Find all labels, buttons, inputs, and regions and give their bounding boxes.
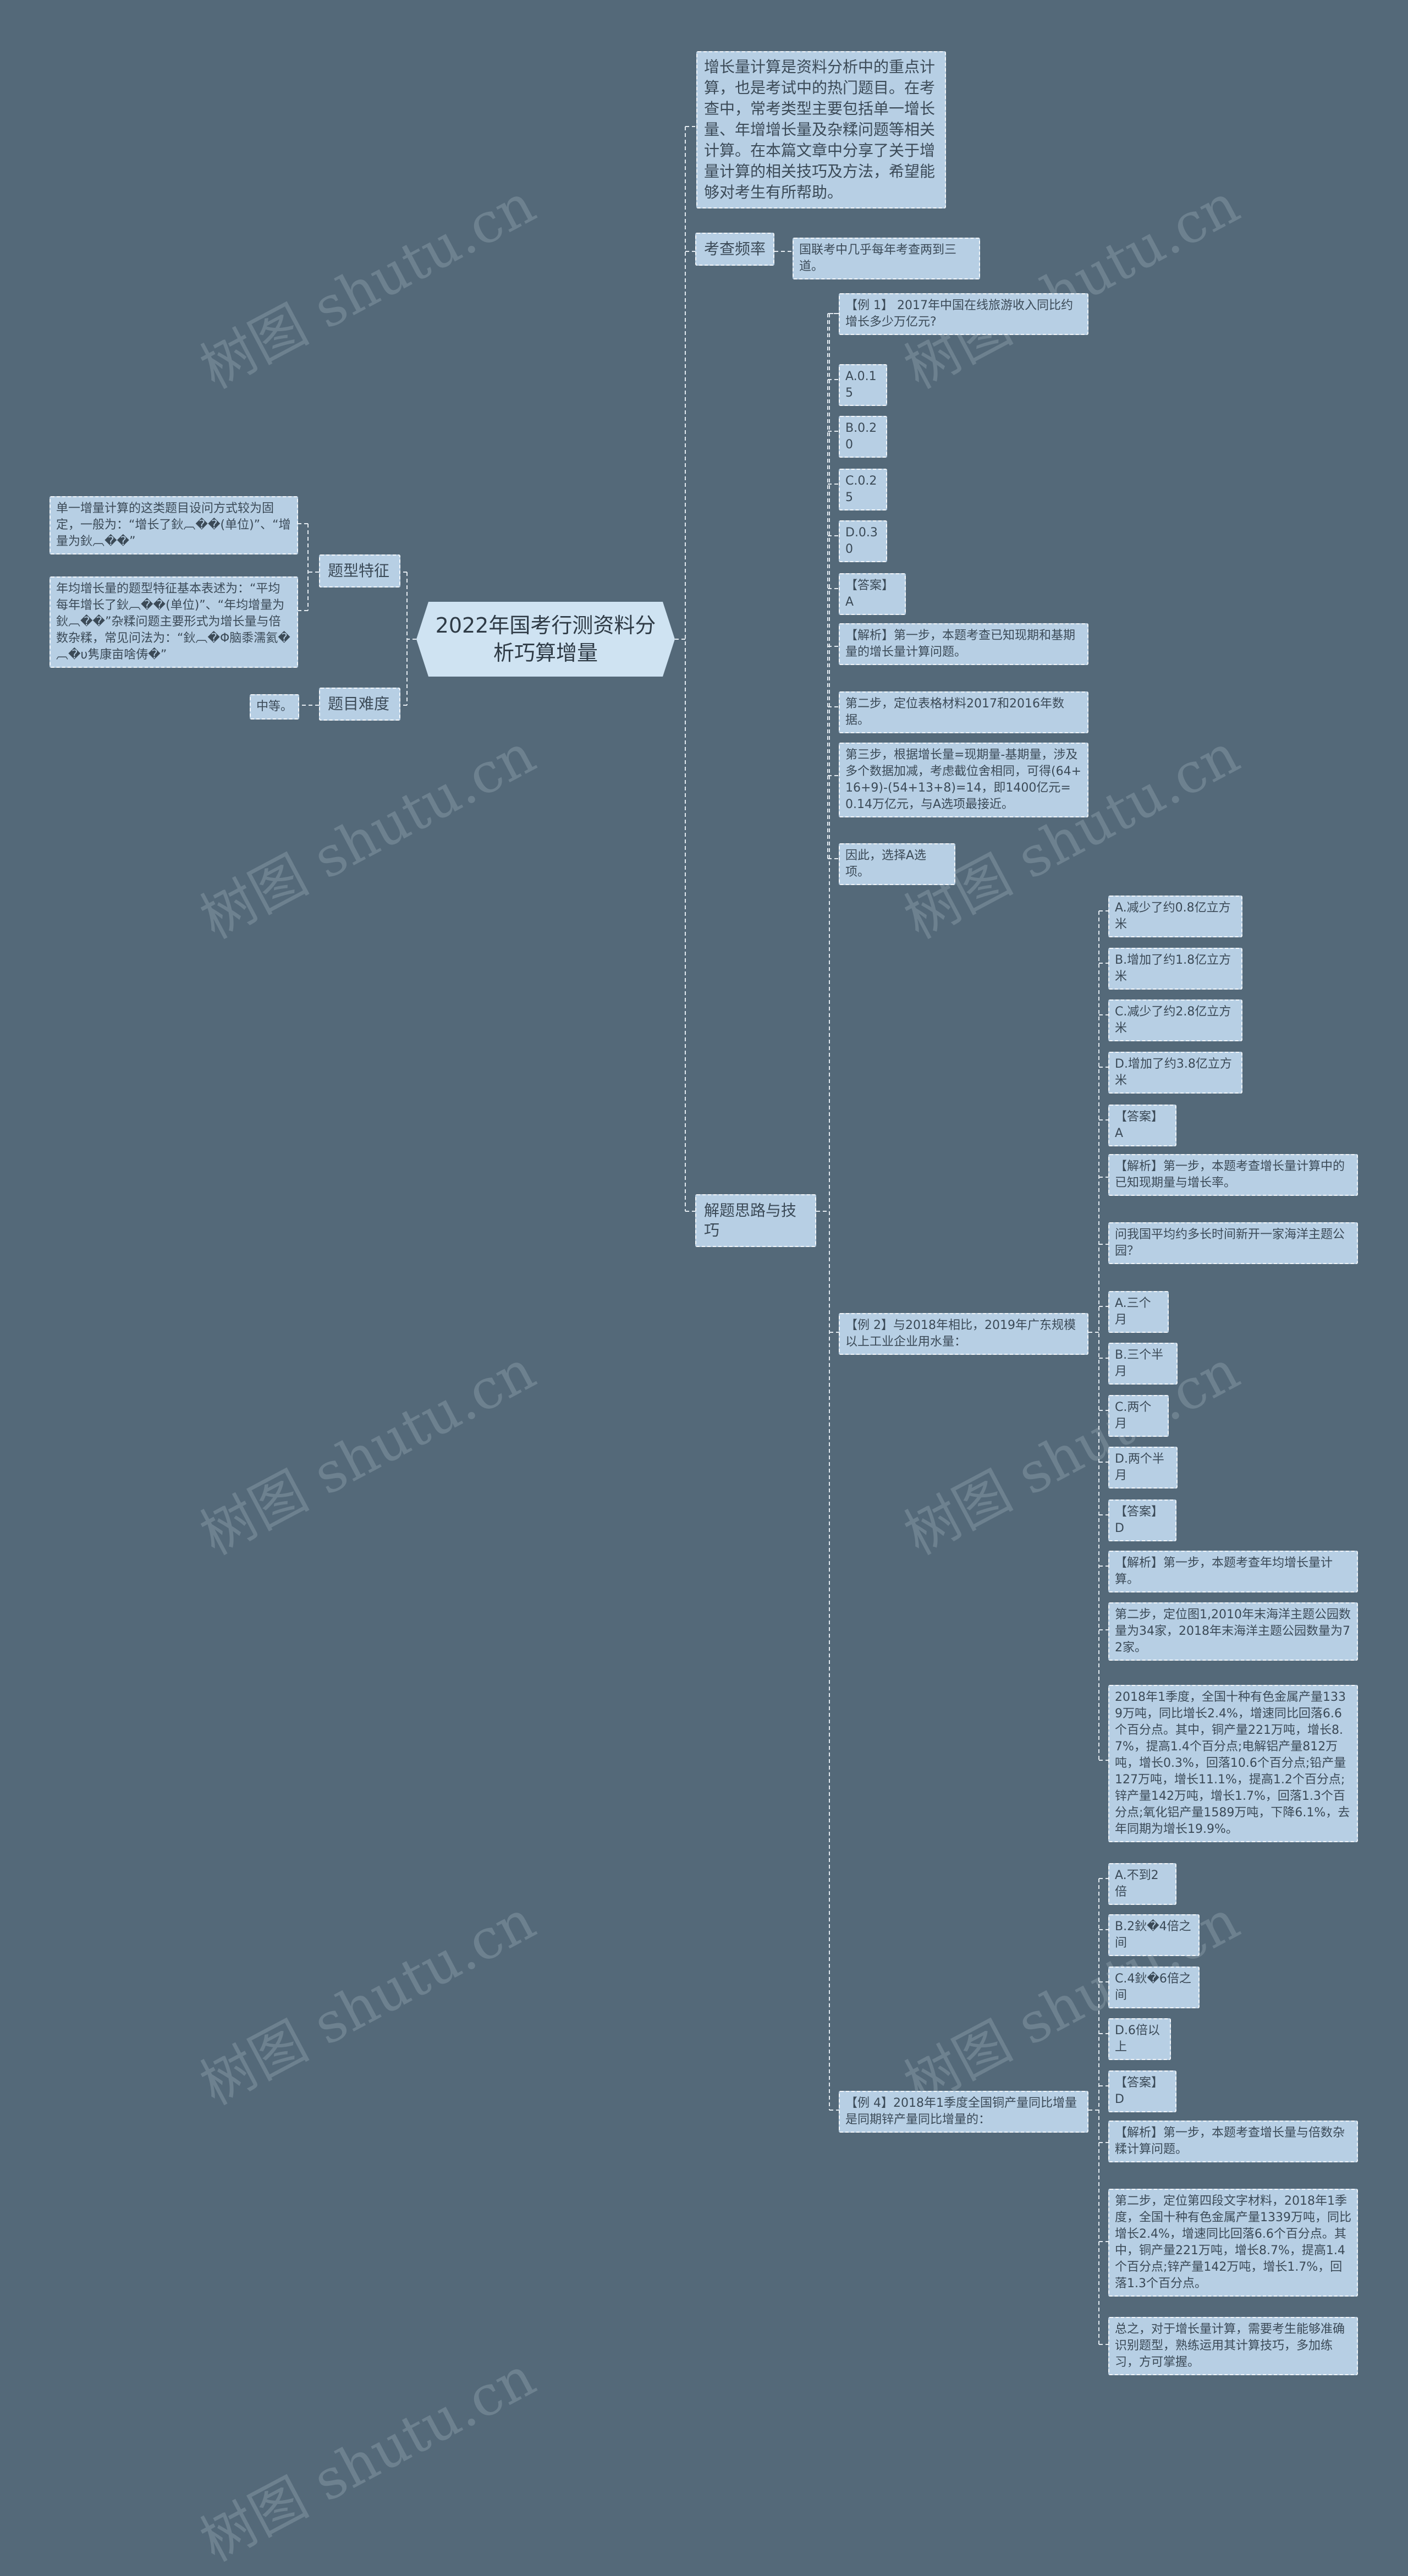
type-feature-label[interactable]: 题型特征 [319, 554, 400, 587]
example4-item[interactable]: A.不到2倍 [1108, 1863, 1176, 1905]
example4-item[interactable]: 【答案】D [1108, 2070, 1176, 2112]
example4-item[interactable]: 总之，对于增长量计算，需要考生能够准确识别题型，熟练运用其计算技巧，多加练习，方… [1108, 2317, 1358, 2375]
example2-item[interactable]: C.减少了约2.8亿立方米 [1108, 999, 1242, 1041]
example1-item[interactable]: A.0.15 [839, 364, 887, 406]
example2-item[interactable]: 【答案】A [1108, 1105, 1176, 1146]
example2-item[interactable]: 【答案】D [1108, 1500, 1176, 1541]
example4-item[interactable]: B.2鈥�4倍之间 [1108, 1914, 1200, 1956]
example4-item[interactable]: 【解析】第一步，本题考查增长量与倍数杂糅计算问题。 [1108, 2121, 1358, 2162]
example1-item[interactable]: D.0.30 [839, 520, 887, 562]
example2-item[interactable]: B.三个半月 [1108, 1343, 1178, 1385]
root-node[interactable]: 2022年国考行测资料分析巧算增量 [416, 602, 675, 677]
connector-lines [298, 126, 1108, 2345]
intro-node[interactable]: 增长量计算是资料分析中的重点计算，也是考试中的热门题目。在考查中，常考类型主要包… [696, 51, 946, 208]
technique-label[interactable]: 解题思路与技巧 [695, 1194, 816, 1247]
example2-item[interactable]: 2018年1季度，全国十种有色金属产量1339万吨，同比增长2.4%，增速同比回… [1108, 1685, 1358, 1842]
example1-item[interactable]: C.0.25 [839, 469, 887, 510]
frequency-value[interactable]: 国联考中几乎每年考查两到三道。 [793, 238, 980, 279]
type-feature-b[interactable]: 年均增长量的题型特征基本表述为：“平均每年增长了鈥︹��(单位)”、“年均增量为… [50, 576, 298, 668]
frequency-label[interactable]: 考查频率 [695, 233, 774, 266]
example4-item[interactable]: 第二步，定位第四段文字材料，2018年1季度，全国十种有色金属产量1339万吨，… [1108, 2189, 1358, 2297]
example2-item[interactable]: 【解析】第一步，本题考查年均增长量计算。 [1108, 1551, 1358, 1592]
example2-item[interactable]: A.三个月 [1108, 1291, 1169, 1333]
type-feature-a[interactable]: 单一增量计算的这类题目设问方式较为固定，一般为：“增长了鈥︹��(单位)”、“增… [50, 496, 298, 554]
example4-question[interactable]: 【例 4】2018年1季度全国铜产量同比增量是同期锌产量同比增量的： [839, 2091, 1088, 2133]
example2-item[interactable]: B.增加了约1.8亿立方米 [1108, 948, 1242, 990]
example2-item[interactable]: 【解析】第一步，本题考查增长量计算中的已知现期量与增长率。 [1108, 1154, 1358, 1196]
example4-item[interactable]: D.6倍以上 [1108, 2018, 1171, 2060]
example2-item[interactable]: C.两个月 [1108, 1395, 1169, 1437]
example2-item[interactable]: 问我国平均约多长时间新开一家海洋主题公园？ [1108, 1222, 1358, 1264]
example2-item[interactable]: D.两个半月 [1108, 1447, 1178, 1489]
example1-item[interactable]: 因此，选择A选项。 [839, 843, 955, 885]
difficulty-label[interactable]: 题目难度 [319, 688, 400, 721]
example1-item[interactable]: 第二步，定位表格材料2017和2016年数据。 [839, 691, 1088, 733]
example1-item[interactable]: 第三步，根据增长量=现期量-基期量，涉及多个数据加减，考虑截位舍相同，可得(64… [839, 743, 1088, 817]
example2-item[interactable]: D.增加了约3.8亿立方米 [1108, 1052, 1242, 1094]
example1-item[interactable]: 【解析】第一步，本题考查已知现期和基期量的增长量计算问题。 [839, 623, 1088, 665]
example4-item[interactable]: C.4鈥�6倍之间 [1108, 1967, 1200, 2008]
difficulty-value[interactable]: 中等。 [250, 694, 299, 719]
example2-item[interactable]: A.减少了约0.8亿立方米 [1108, 896, 1242, 937]
example1-item[interactable]: B.0.20 [839, 416, 887, 458]
example1-question[interactable]: 【例 1】 2017年中国在线旅游收入同比约增长多少万亿元? [839, 293, 1088, 335]
example2-question[interactable]: 【例 2】与2018年相比，2019年广东规模以上工业企业用水量： [839, 1313, 1088, 1355]
example1-item[interactable]: 【答案】A [839, 573, 906, 615]
example2-item[interactable]: 第二步，定位图1,2010年末海洋主题公园数量为34家，2018年末海洋主题公园… [1108, 1602, 1358, 1661]
